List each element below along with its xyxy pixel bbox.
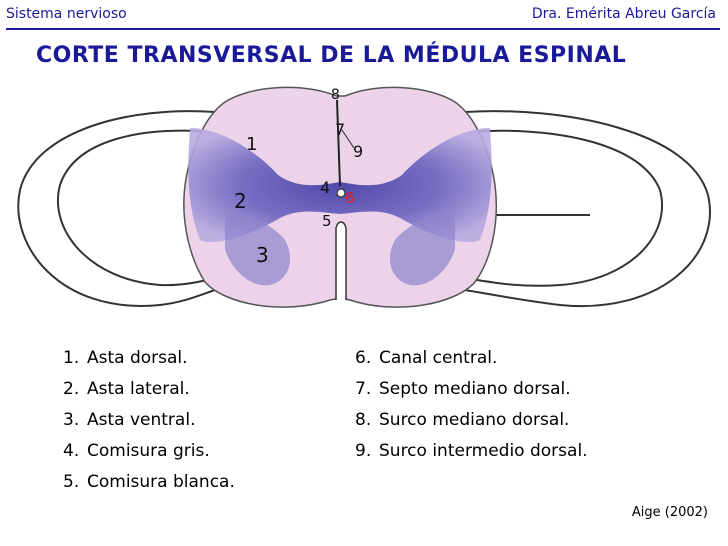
leader-line-9 — [341, 129, 355, 149]
ventral-median-fissure — [335, 221, 347, 300]
legend-text: Surco mediano dorsal. — [379, 410, 570, 430]
legend-number: 3. — [63, 410, 80, 430]
ventral-horn-left — [225, 214, 290, 286]
label-6: 6 — [345, 189, 355, 207]
legend-item: 2. Asta lateral. — [63, 379, 235, 410]
label-9: 9 — [353, 142, 363, 161]
header-left: Sistema nervioso — [6, 6, 127, 22]
page-title: CORTE TRANSVERSAL DE LA MÉDULA ESPINAL — [36, 43, 627, 68]
legend-text: Asta dorsal. — [87, 348, 188, 368]
legend-number: 8. — [355, 410, 372, 430]
legend-item: 4. Comisura gris. — [63, 441, 235, 472]
outer-sections — [17, 110, 711, 308]
header-right: Dra. Emérita Abreu García — [531, 6, 716, 22]
legend-text: Asta lateral. — [87, 379, 190, 399]
label-1: 1 — [246, 134, 257, 155]
central-canal — [336, 188, 346, 198]
legend-item: 5. Comisura blanca. — [63, 472, 235, 503]
legend-text: Comisura gris. — [87, 441, 210, 461]
ventral-horn-right — [390, 214, 455, 286]
legend-text: Canal central. — [379, 348, 498, 368]
dorsal-median-septum — [336, 99, 341, 187]
label-4: 4 — [320, 178, 330, 197]
legend-item: 8. Surco mediano dorsal. — [355, 410, 588, 441]
right-outer-section — [464, 110, 711, 308]
label-3: 3 — [256, 243, 269, 267]
legend-item: 6. Canal central. — [355, 348, 588, 379]
label-8: 8 — [331, 87, 340, 103]
header-rule — [6, 28, 720, 30]
legend-item: 9. Surco intermedio dorsal. — [355, 441, 588, 472]
legend-left: 1. Asta dorsal. 2. Asta lateral. 3. Asta ve… — [63, 348, 235, 503]
legend-item: 3. Asta ventral. — [63, 410, 235, 441]
left-inner-section — [57, 129, 216, 287]
left-outer-section — [17, 110, 216, 307]
legend-number: 7. — [355, 379, 372, 399]
legend-text: Comisura blanca. — [87, 472, 235, 492]
label-5: 5 — [322, 212, 332, 230]
label-7: 7 — [335, 120, 345, 139]
legend-text: Surco intermedio dorsal. — [379, 441, 588, 461]
legend-number: 6. — [355, 348, 372, 368]
right-inner-section — [464, 129, 663, 287]
legend-text: Asta ventral. — [87, 410, 196, 430]
legend-text: Septo mediano dorsal. — [379, 379, 571, 399]
legend-number: 4. — [63, 441, 80, 461]
legend-number: 1. — [63, 348, 80, 368]
legend-right: 6. Canal central. 7. Septo mediano dorsal.… — [355, 348, 588, 472]
legend-item: 7. Septo mediano dorsal. — [355, 379, 588, 410]
legend-number: 9. — [355, 441, 372, 461]
legend-number: 5. — [63, 472, 80, 492]
legend-item: 1. Asta dorsal. — [63, 348, 235, 379]
legend-number: 2. — [63, 379, 80, 399]
image-credit: Aige (2002) — [631, 505, 708, 520]
label-2: 2 — [234, 189, 247, 213]
